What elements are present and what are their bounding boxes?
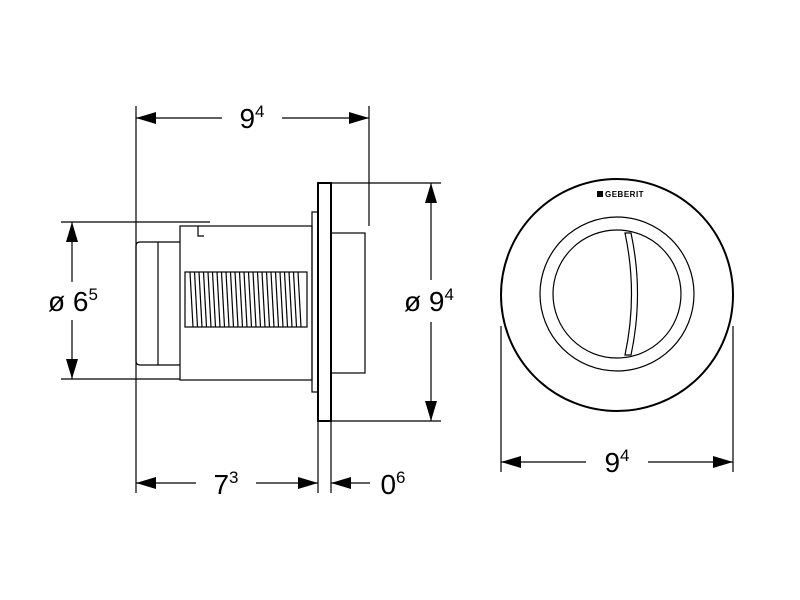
button-inner	[552, 229, 682, 359]
extension-lines	[61, 106, 441, 493]
thread-line	[283, 271, 289, 328]
thread-line	[225, 271, 230, 328]
front-extension-lines	[500, 326, 734, 472]
thread-line	[202, 271, 208, 328]
side-view	[135, 182, 366, 422]
thread-line	[261, 271, 266, 328]
thread-line	[198, 271, 203, 328]
thread-line	[229, 271, 235, 328]
dimension-side-width: 94	[136, 102, 369, 134]
button-divider	[624, 232, 639, 356]
body-notch	[197, 226, 204, 237]
thread-line	[243, 271, 248, 328]
cover-plate	[317, 182, 332, 422]
front-button	[330, 232, 366, 374]
thread-line	[252, 271, 257, 328]
body-depth-label: 73	[213, 468, 238, 500]
brand-mark-icon	[597, 191, 603, 197]
dimension-body-diameter: ø 65	[48, 222, 98, 379]
thread-line	[238, 271, 244, 328]
thread-line	[207, 271, 212, 328]
brand-logo: GEBERIT	[597, 190, 644, 199]
thread-line	[288, 271, 293, 328]
thread-line	[292, 271, 298, 328]
button-ring	[539, 216, 695, 372]
plate-diameter-label: ø 94	[404, 285, 454, 317]
thread-line	[234, 271, 239, 328]
dimension-plate-thickness: 06	[331, 468, 406, 500]
plate-thickness-label: 06	[380, 468, 405, 500]
brand-name: GEBERIT	[605, 190, 644, 199]
thread-line	[220, 271, 226, 328]
dimension-front-width: 94	[501, 446, 733, 478]
side-width-label: 94	[239, 102, 264, 134]
body-diameter-label: ø 65	[48, 285, 98, 317]
dimension-body-depth: 73	[136, 468, 318, 500]
thread-line	[265, 271, 271, 328]
thread-line	[211, 271, 217, 328]
thread-outline	[184, 271, 308, 328]
front-view: GEBERIT	[500, 178, 734, 412]
thread-line	[274, 271, 280, 328]
thread-line	[297, 271, 302, 328]
front-plate-outer	[500, 178, 734, 412]
thread-line	[189, 271, 194, 328]
dimension-plate-diameter: ø 94	[404, 183, 454, 421]
thread-line	[279, 271, 284, 328]
thread	[184, 271, 308, 328]
thread-line	[256, 271, 262, 328]
thread-line	[270, 271, 275, 328]
thread-line	[216, 271, 221, 328]
thread-line	[193, 271, 199, 328]
front-width-label: 94	[604, 446, 629, 478]
thread-line	[247, 271, 253, 328]
